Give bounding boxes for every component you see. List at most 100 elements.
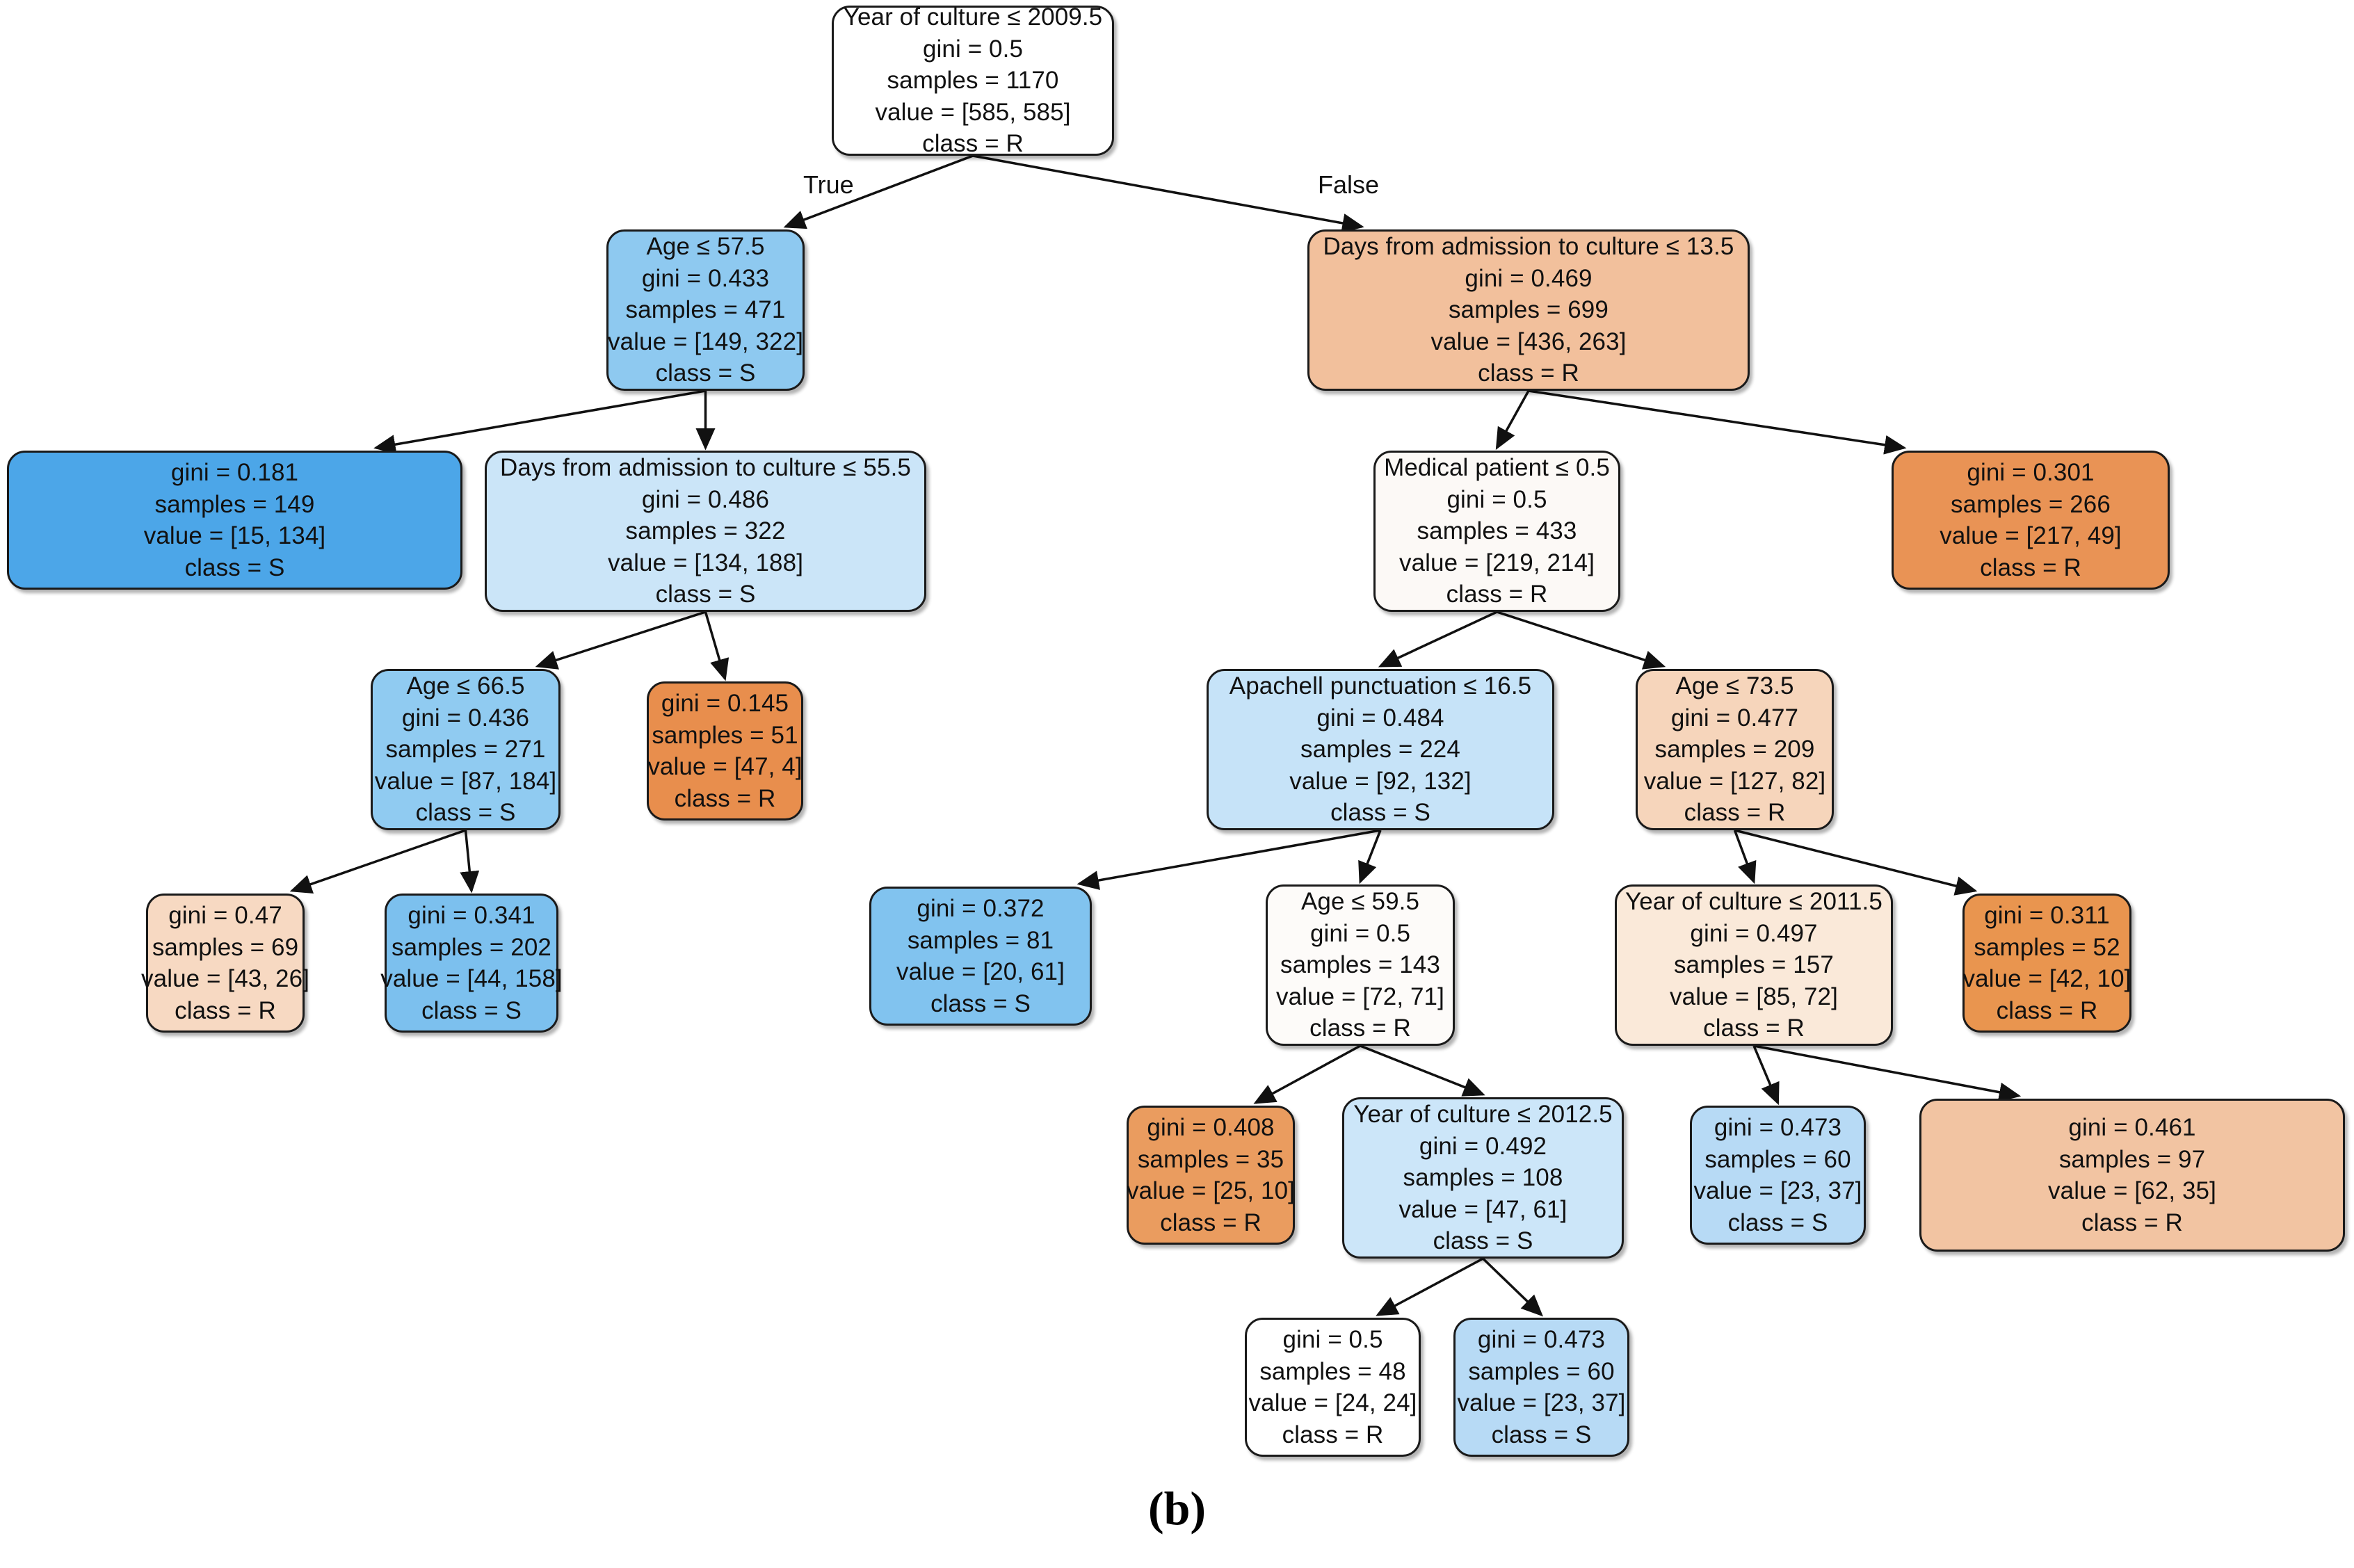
node-samples: samples = 60 — [1468, 1357, 1615, 1385]
tree-edge — [535, 611, 707, 670]
node-value: value = [62, 35] — [2048, 1177, 2216, 1204]
node-samples: samples = 52 — [1974, 933, 2120, 961]
node-class: class = S — [1491, 1421, 1592, 1448]
node-samples: samples = 149 — [154, 490, 315, 518]
node-class: class = S — [655, 581, 756, 608]
node-class: class = S — [655, 359, 756, 387]
node-samples: samples = 51 — [652, 721, 798, 749]
tree-edge — [289, 829, 467, 894]
node-gini: gini = 0.145 — [661, 690, 789, 717]
tree-edge — [1378, 611, 1498, 668]
node-gini: gini = 0.341 — [408, 902, 535, 929]
node-gini: gini = 0.433 — [641, 264, 770, 292]
node-value: value = [149, 322] — [607, 328, 804, 355]
node-samples: samples = 60 — [1704, 1145, 1851, 1173]
tree-edge — [373, 389, 706, 455]
node-samples: samples = 157 — [1674, 951, 1834, 979]
node-condition: Year of culture ≤ 2011.5 — [1625, 888, 1883, 916]
tree-edge — [704, 611, 729, 681]
node-gini: gini = 0.473 — [1714, 1114, 1842, 1141]
node-value: value = [23, 37] — [1457, 1389, 1626, 1416]
tree-edge — [1376, 1257, 1484, 1316]
node-class: class = S — [1433, 1227, 1533, 1255]
tree-node: Age ≤ 57.5 gini = 0.433 samples = 471 value… — [606, 229, 805, 391]
node-gini: gini = 0.5 — [1309, 919, 1411, 947]
tree-node: gini = 0.311 samples = 52 value = [42, 10]… — [1962, 894, 2131, 1033]
node-samples: samples = 471 — [625, 296, 786, 324]
node-gini: gini = 0.5 — [1446, 485, 1547, 513]
node-samples: samples = 48 — [1259, 1357, 1406, 1385]
node-samples: samples = 108 — [1403, 1164, 1563, 1192]
tree-edge — [1733, 830, 1757, 884]
node-condition: Age ≤ 59.5 — [1300, 888, 1420, 916]
node-class: class = R — [674, 784, 776, 812]
node-class: class = R — [1309, 1015, 1411, 1042]
edge-label-false: False — [1318, 170, 1380, 199]
tree-edge — [1077, 829, 1381, 890]
tree-node: gini = 0.47 samples = 69 value = [43, 26] c… — [141, 894, 309, 1033]
node-condition: Age ≤ 57.5 — [646, 233, 765, 261]
node-class: class = R — [1282, 1421, 1384, 1448]
node-class: class = R — [1980, 553, 2081, 581]
figure-caption: (b) — [1147, 1482, 1207, 1535]
node-gini: gini = 0.311 — [1984, 902, 2110, 929]
node-gini: gini = 0.484 — [1316, 704, 1444, 732]
node-value: value = [47, 4] — [647, 753, 803, 780]
tree-node: gini = 0.181 samples = 149 value = [15, 13… — [7, 451, 462, 590]
node-value: value = [47, 61] — [1398, 1195, 1567, 1223]
node-value: value = [24, 24] — [1248, 1389, 1417, 1416]
node-value: value = [25, 10] — [1127, 1177, 1295, 1204]
node-gini: gini = 0.497 — [1690, 919, 1818, 947]
node-value: value = [42, 10] — [1962, 965, 2131, 992]
tree-node: gini = 0.372 samples = 81 value = [20, 61]… — [869, 887, 1092, 1026]
node-gini: gini = 0.5 — [1282, 1326, 1383, 1353]
node-class: class = R — [922, 130, 1024, 158]
node-gini: gini = 0.408 — [1147, 1114, 1275, 1141]
node-gini: gini = 0.47 — [168, 902, 282, 929]
node-class: class = R — [1996, 996, 2098, 1024]
tree-node: gini = 0.5 samples = 48 value = [24, 24] cl… — [1245, 1318, 1421, 1457]
tree-edge — [1734, 829, 1978, 896]
tree-node: gini = 0.461 samples = 97 value = [62, 35]… — [1919, 1099, 2345, 1252]
node-value: value = [44, 158] — [380, 965, 563, 992]
node-samples: samples = 271 — [385, 736, 546, 763]
node-samples: samples = 1170 — [887, 67, 1059, 95]
node-value: value = [436, 263] — [1430, 328, 1627, 355]
tree-edge — [460, 830, 480, 894]
node-condition: Age ≤ 73.5 — [1675, 672, 1794, 700]
tree-edge — [1753, 1044, 2022, 1102]
node-gini: gini = 0.486 — [641, 485, 770, 513]
node-condition: Medical patient ≤ 0.5 — [1384, 454, 1610, 482]
node-value: value = [134, 188] — [607, 549, 804, 576]
node-gini: gini = 0.461 — [2068, 1114, 2196, 1141]
node-samples: samples = 69 — [152, 933, 299, 961]
node-class: class = R — [1160, 1209, 1261, 1236]
tree-edge — [1482, 1257, 1544, 1317]
node-class: class = S — [184, 553, 285, 581]
tree-edge — [1528, 389, 1907, 455]
node-value: value = [217, 49] — [1940, 522, 2122, 549]
tree-edge — [1253, 1044, 1361, 1104]
node-class: class = S — [415, 799, 516, 827]
node-gini: gini = 0.372 — [917, 895, 1045, 922]
node-value: value = [20, 61] — [896, 958, 1065, 985]
node-samples: samples = 209 — [1654, 736, 1815, 763]
node-class: class = R — [175, 996, 276, 1024]
node-value: value = [43, 26] — [141, 965, 309, 992]
node-gini: gini = 0.492 — [1419, 1132, 1547, 1160]
node-gini: gini = 0.181 — [170, 459, 299, 486]
node-gini: gini = 0.477 — [1670, 704, 1799, 732]
tree-node: gini = 0.473 samples = 60 value = [23, 37]… — [1690, 1106, 1866, 1245]
node-value: value = [23, 37] — [1693, 1177, 1862, 1204]
node-samples: samples = 97 — [2058, 1145, 2206, 1173]
node-samples: samples = 81 — [907, 926, 1054, 954]
node-class: class = S — [1727, 1209, 1828, 1236]
node-value: value = [15, 134] — [143, 522, 326, 549]
